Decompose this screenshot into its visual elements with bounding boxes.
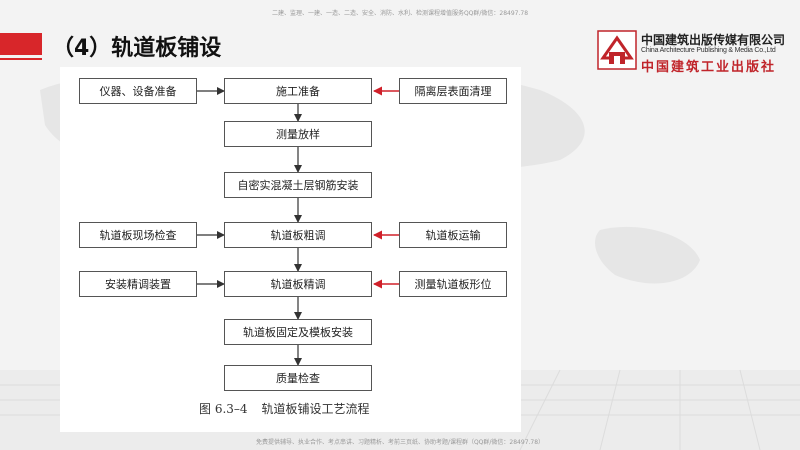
step-fine-adjust: 轨道板精调 bbox=[224, 271, 372, 297]
publisher-name-cn: 中国建筑工业出版社 bbox=[641, 60, 777, 75]
step-survey-layout: 测量放样 bbox=[224, 121, 372, 147]
input-isolation-cleaning: 隔离层表面清理 bbox=[399, 78, 507, 104]
top-watermark-note: 二建、监理、一建、一造、二造、安全、消防、水利、检测课程增值服务QQ群/微信：2… bbox=[271, 10, 529, 17]
input-onsite-inspection: 轨道板现场检查 bbox=[79, 222, 197, 248]
company-name-en: China Architecture Publishing & Media Co… bbox=[641, 47, 776, 54]
title-accent-bar bbox=[0, 33, 42, 55]
step-coarse-adjust: 轨道板粗调 bbox=[224, 222, 372, 248]
figure-number: 图 6.3–4 bbox=[199, 402, 248, 416]
bottom-watermark-note: 免费提供辅导、执业合作、考点串讲、习题精析、考前三页纸、协助考题/课程群（QQ群… bbox=[255, 439, 545, 446]
company-name-cn: 中国建筑出版传媒有限公司 bbox=[641, 33, 786, 47]
step-rebar-install: 自密实混凝土层钢筋安装 bbox=[224, 172, 372, 198]
step-construction-prep: 施工准备 bbox=[224, 78, 372, 104]
input-equipment-prep: 仪器、设备准备 bbox=[79, 78, 197, 104]
title-accent-line bbox=[0, 58, 42, 60]
step-fix-formwork: 轨道板固定及模板安装 bbox=[224, 319, 372, 345]
figure-title: 轨道板铺设工艺流程 bbox=[261, 402, 370, 416]
page-title: （4）轨道板铺设 bbox=[52, 36, 222, 61]
figure-caption: 图 6.3–4 轨道板铺设工艺流程 bbox=[199, 400, 370, 417]
publisher-logo-icon bbox=[597, 30, 637, 70]
step-quality-check: 质量检查 bbox=[224, 365, 372, 391]
input-slab-transport: 轨道板运输 bbox=[399, 222, 507, 248]
input-slab-position-survey: 测量轨道板形位 bbox=[399, 271, 507, 297]
input-fine-adjust-device: 安装精调装置 bbox=[79, 271, 197, 297]
